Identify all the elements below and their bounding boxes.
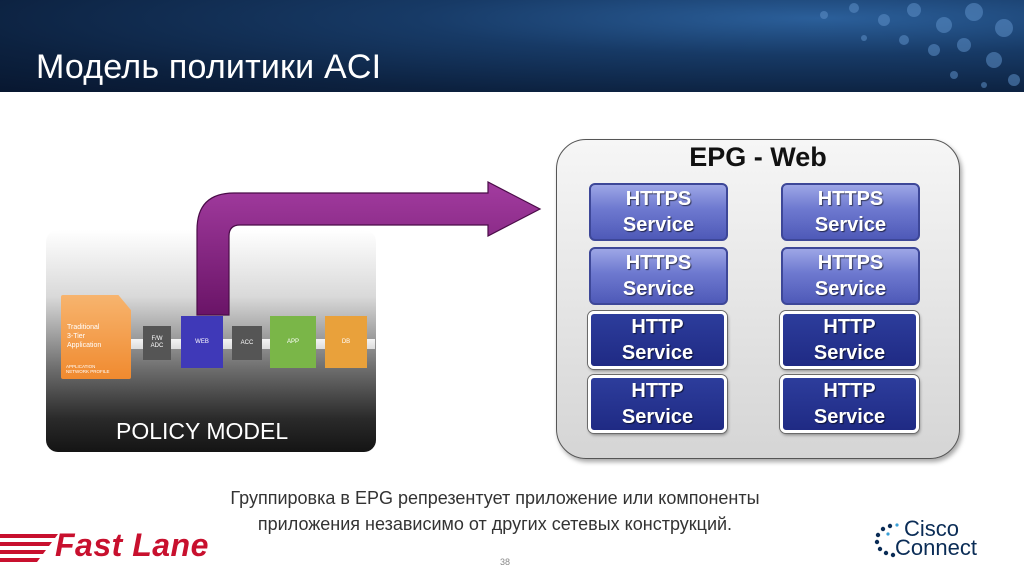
app-card-title: Traditional 3-Tier Application xyxy=(67,324,102,349)
header-dots-decoration xyxy=(820,3,1020,88)
connect-logo-text: Connect xyxy=(895,535,977,560)
fast-lane-logo-stripes xyxy=(0,534,58,562)
caption-line-1: Группировка в EPG репрезентует приложени… xyxy=(230,488,760,508)
cisco-logo-text: Cisco xyxy=(904,516,960,541)
policy-model-label: POLICY MODEL xyxy=(116,418,289,444)
page-title: Модель политики ACI xyxy=(36,48,382,86)
app-card-subtitle: APPLICATION NETWORK PROFILE xyxy=(66,364,110,374)
application-network-profile-card: Traditional 3-Tier Application APPLICATI… xyxy=(61,295,131,379)
https-service-box: HTTPS Service xyxy=(589,247,728,305)
caption-line-2: приложения независимо от других сетевых … xyxy=(257,514,733,534)
http-service-box: HTTP Service xyxy=(780,311,919,369)
http-service-box: HTTP Service xyxy=(588,375,727,433)
slide-caption: Группировка в EPG репрезентует приложени… xyxy=(100,485,890,537)
cisco-connect-logo-icon xyxy=(874,523,899,558)
page-number: 38 xyxy=(500,557,511,567)
fast-lane-logo: Fast Lane xyxy=(55,527,209,563)
https-service-box: HTTPS Service xyxy=(781,247,920,305)
http-service-box: HTTP Service xyxy=(588,311,727,369)
epg-title: EPG - Web xyxy=(689,142,827,172)
https-service-box: HTTPS Service xyxy=(781,183,920,241)
header-banner: Модель политики ACI xyxy=(0,0,1024,92)
node-app: APP xyxy=(270,316,316,368)
node-db: DB xyxy=(325,316,367,368)
node-acc: ACC xyxy=(232,326,262,360)
node-web: WEB xyxy=(181,316,223,368)
node-fw-adc: F/W ADC xyxy=(143,326,171,360)
http-service-box: HTTP Service xyxy=(780,375,919,433)
https-service-box: HTTPS Service xyxy=(589,183,728,241)
